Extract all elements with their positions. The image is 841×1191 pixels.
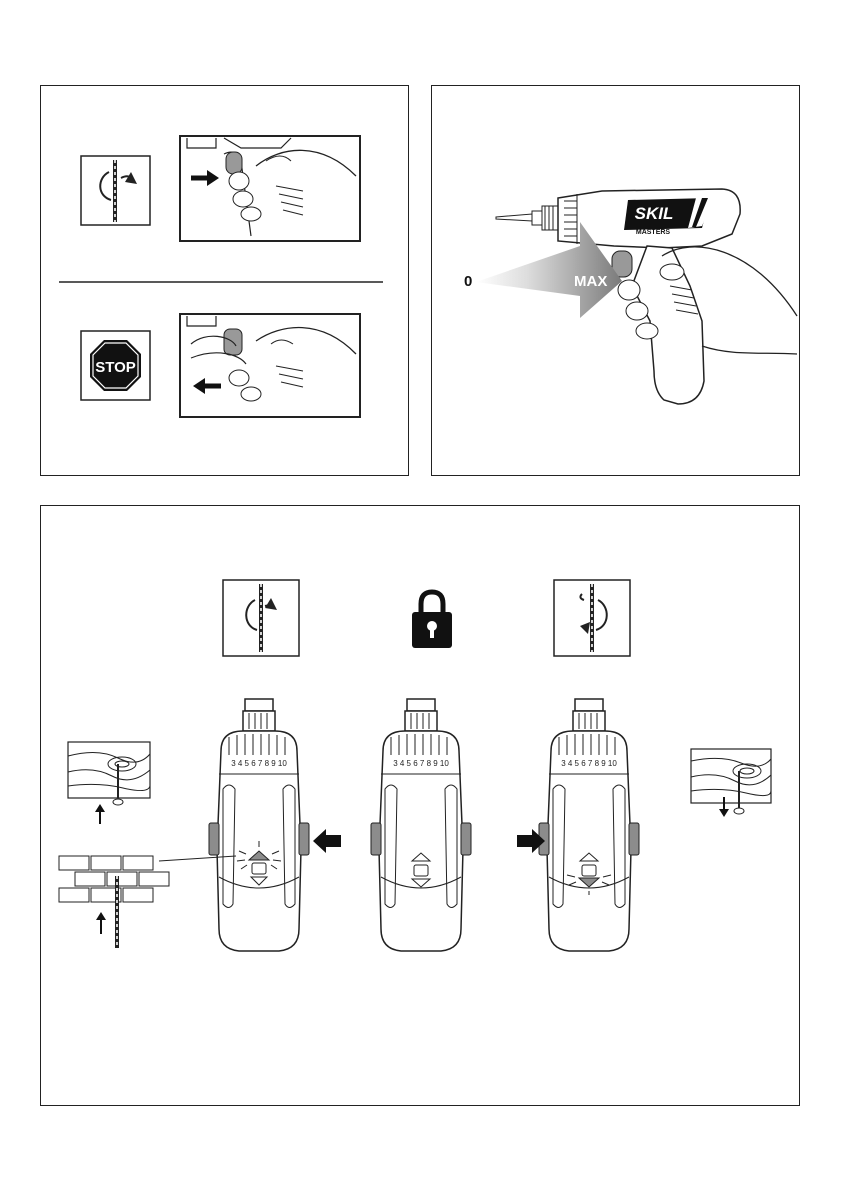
lock-icon [412, 592, 452, 648]
push-left-arrow [313, 829, 341, 853]
trigger-release-illustration [180, 314, 360, 417]
tool-forward-position [159, 699, 309, 951]
forward-rotation-icon [223, 580, 299, 656]
rotation-icon [81, 156, 150, 225]
stop-sign-text: STOP [95, 359, 136, 376]
trigger-operation-panel: STOP [40, 85, 409, 476]
brand-logo-text: SKIL [635, 204, 674, 223]
tool-lock-position [371, 699, 471, 951]
speed-max-label: MAX [574, 273, 607, 290]
wood-screw-in-illustration [68, 742, 150, 824]
trigger-press-illustration [180, 136, 360, 241]
screwdriver-illustration: SKIL MASTERS [496, 189, 797, 404]
speed-min-label: 0 [464, 273, 472, 290]
reverse-rotation-icon [554, 580, 630, 656]
tool-reverse-position [539, 699, 639, 951]
stop-sign-icon: STOP [81, 331, 150, 400]
wood-screw-out-illustration [691, 749, 771, 817]
variable-speed-panel: SKIL MASTERS 0 MAX [431, 85, 800, 476]
masonry-drill-illustration [59, 856, 169, 948]
model-name-text: MASTERS [636, 229, 671, 236]
direction-selector-panel: 3 4 5 6 7 8 9 10 [40, 505, 800, 1106]
